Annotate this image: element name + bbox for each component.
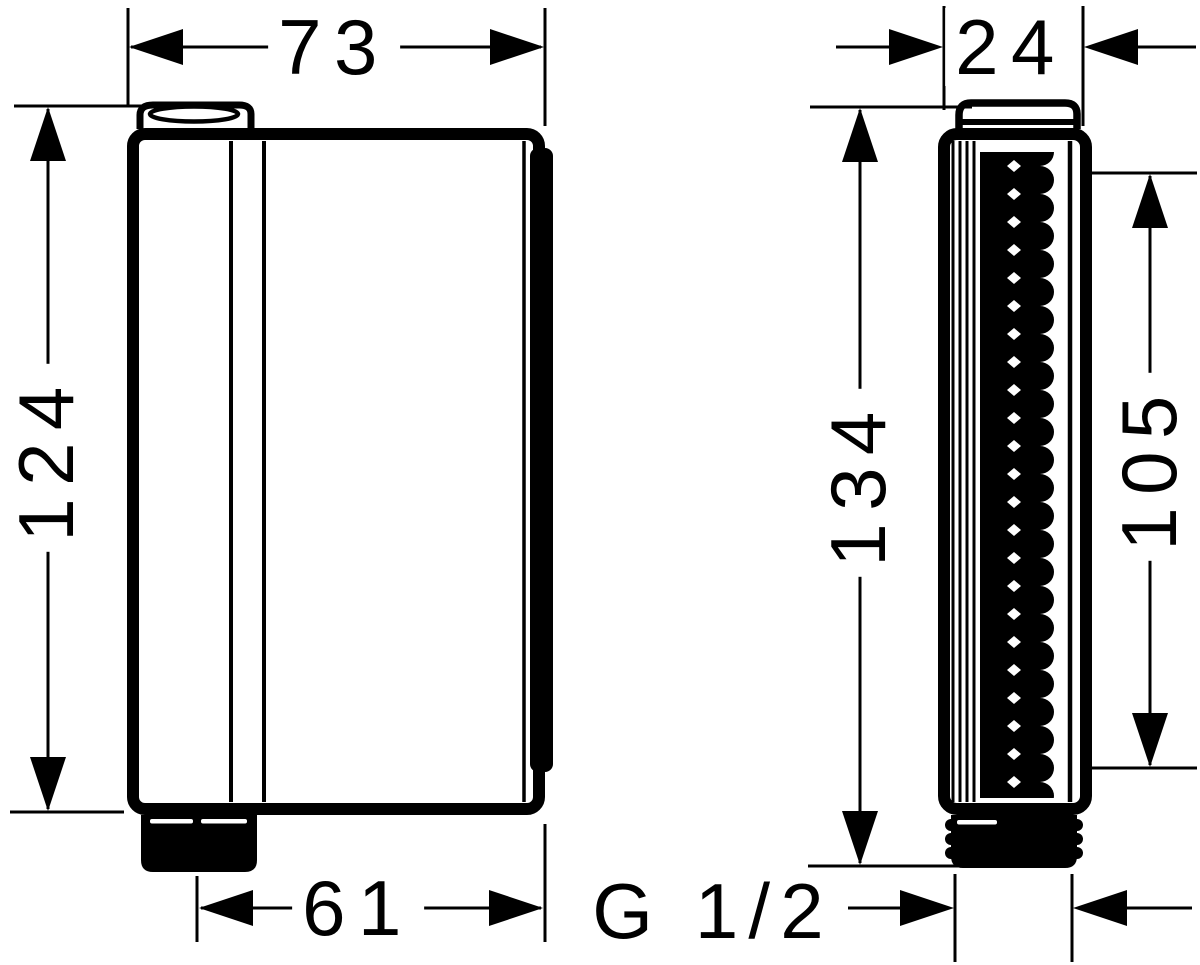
front-outlet-highlight: [150, 819, 193, 824]
dim-label-outlet-width: 61: [292, 869, 424, 947]
dim-label-front-height: 124: [2, 364, 90, 552]
dim-thread: [848, 874, 1192, 962]
front-body-outline: [127, 128, 545, 815]
dim-label-spray-height: 105: [1105, 373, 1193, 561]
front-outlet-highlight: [201, 819, 247, 824]
front-spray-bar: [530, 148, 553, 772]
dim-front-width: [126, 8, 547, 126]
front-outlet-connector: [141, 815, 257, 872]
front-button-face: [147, 104, 241, 124]
dim-label-side-height: 134: [814, 389, 902, 577]
dim-label-front-width: 73: [268, 8, 400, 86]
front-view: [127, 101, 553, 872]
dim-label-side-depth: 24: [945, 8, 1077, 86]
side-hose-connector: [945, 815, 1083, 868]
side-cap: [955, 99, 1081, 129]
dim-side-depth: [836, 6, 1196, 126]
side-view: [938, 99, 1092, 868]
dimension-lines: [10, 6, 1197, 962]
dim-label-thread: G 1/2: [592, 867, 834, 955]
side-nozzle-strip: [980, 152, 1056, 798]
